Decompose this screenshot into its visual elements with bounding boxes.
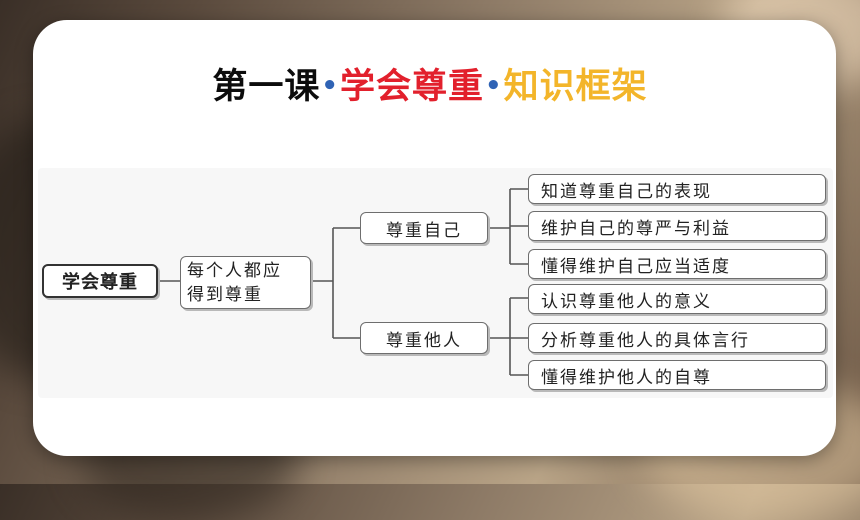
diagram-root-node: 学会尊重 — [42, 264, 158, 298]
title-lesson: 第一课 — [212, 67, 321, 107]
title-framework: 知识框架 — [503, 67, 648, 107]
title-separator: • — [321, 71, 339, 101]
diagram-area — [38, 168, 833, 398]
leaf-node: 分析尊重他人的具体言行 — [528, 323, 826, 353]
diagram-level1-node: 每个人都应 得到尊重 — [180, 256, 311, 309]
branch-node-others: 尊重他人 — [360, 322, 488, 354]
leaf-node: 懂得维护他人的自尊 — [528, 360, 826, 390]
diagram-connectors — [158, 188, 528, 376]
title-separator: • — [485, 71, 503, 101]
leaf-node: 认识尊重他人的意义 — [528, 284, 826, 314]
leaf-node: 维护自己的尊严与利益 — [528, 211, 826, 241]
title-topic: 学会尊重 — [339, 67, 484, 107]
slide-title: 第一课•学会尊重•知识框架 — [0, 58, 860, 109]
leaf-node: 懂得维护自己应当适度 — [528, 249, 826, 279]
leaf-node: 知道尊重自己的表现 — [528, 174, 826, 204]
branch-node-self: 尊重自己 — [360, 212, 488, 244]
